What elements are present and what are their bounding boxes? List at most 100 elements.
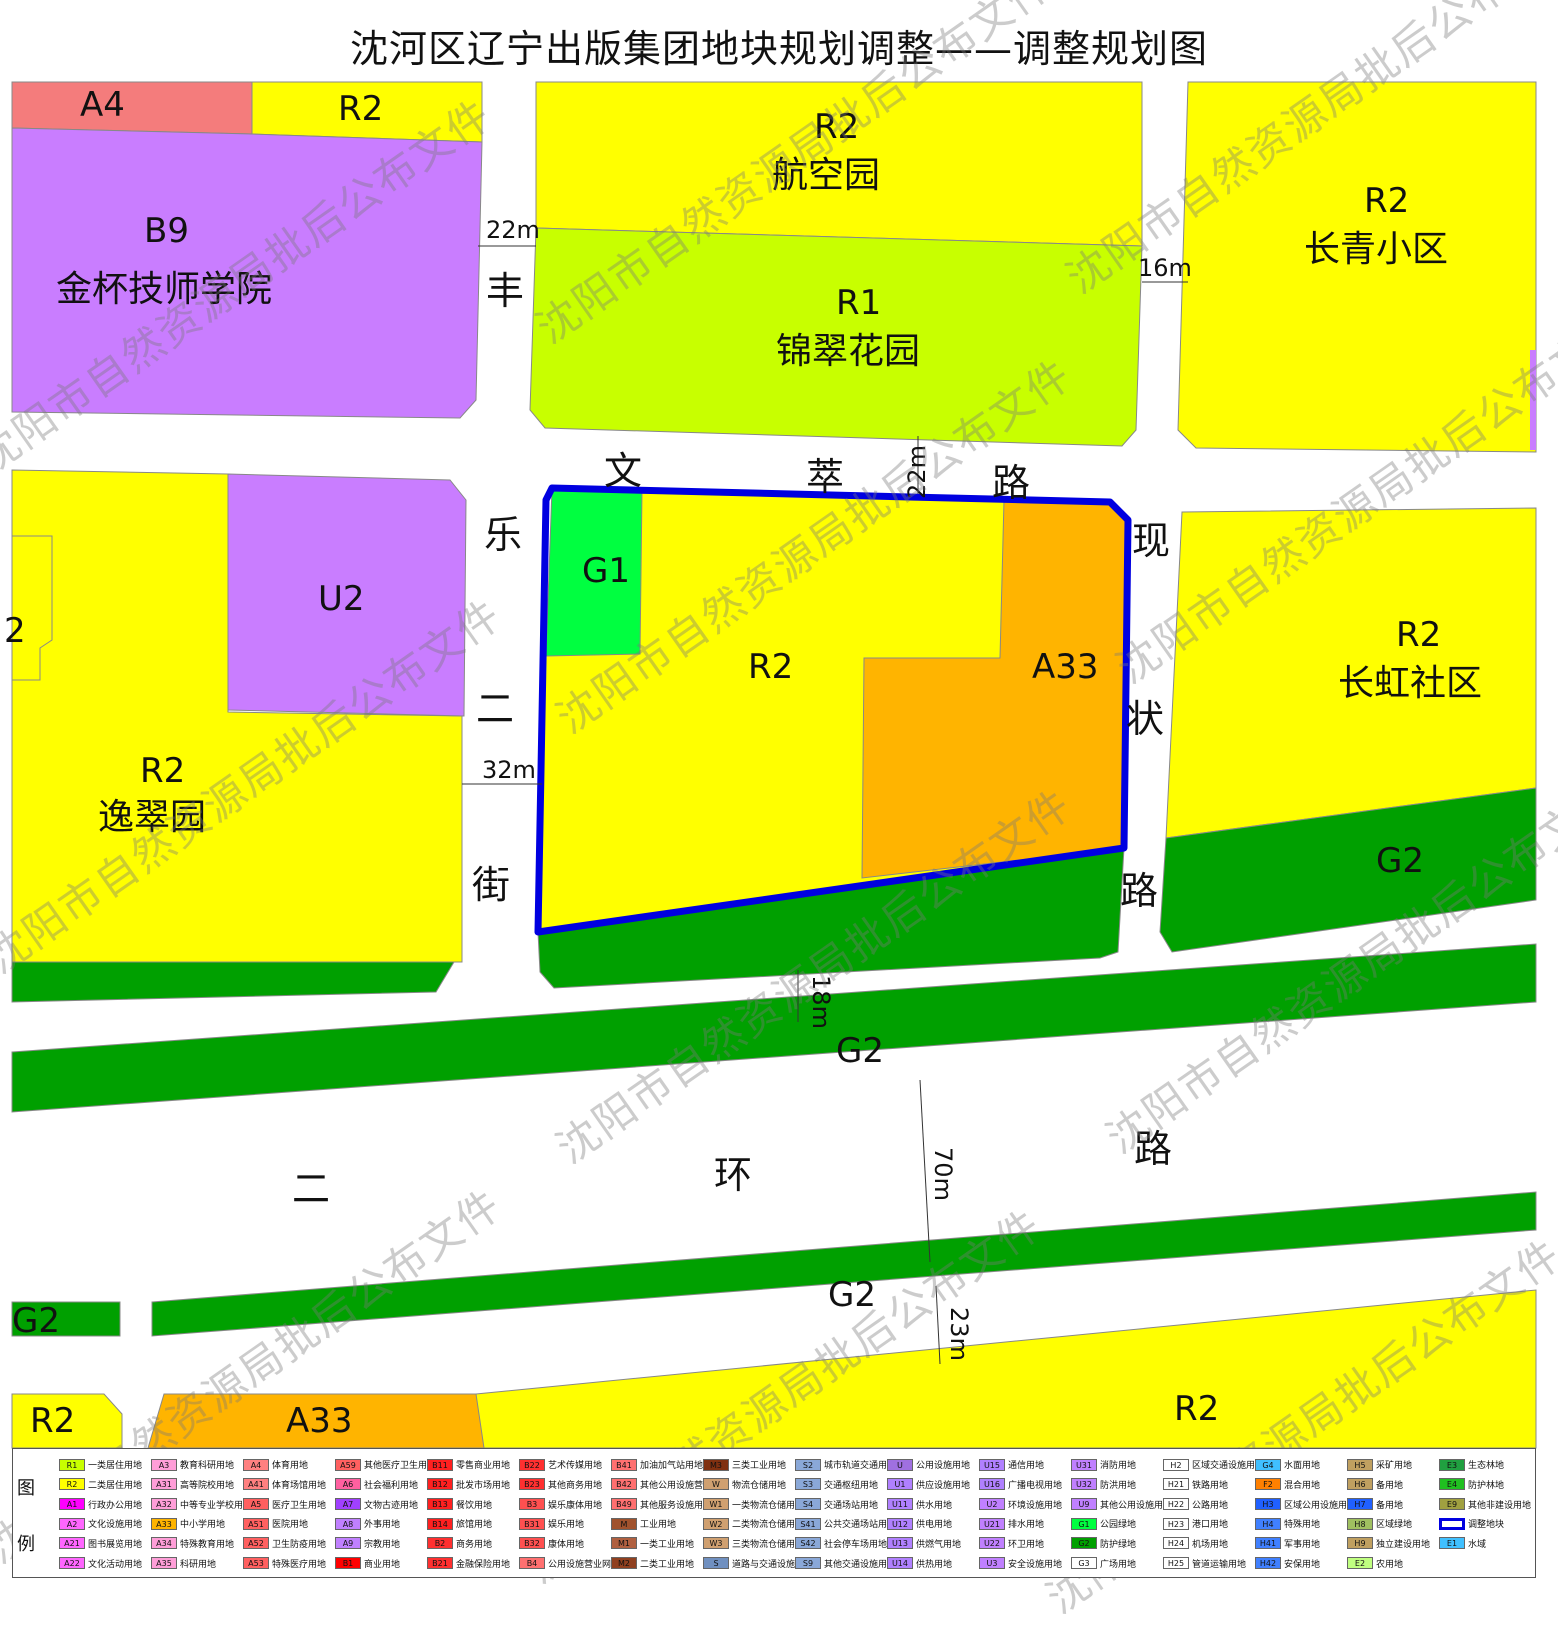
legend-label: 娱乐用地	[547, 1520, 584, 1531]
legend-swatch: H4	[1254, 1517, 1281, 1530]
label-r1-name: 锦翠花园	[776, 331, 921, 372]
legend-label: 餐饮用地	[455, 1500, 492, 1511]
dim-32m: 32m	[482, 756, 536, 784]
legend-swatch: U12	[886, 1517, 913, 1530]
label-g1: G1	[582, 551, 630, 591]
legend-label: 医院用地	[271, 1520, 308, 1531]
legend-swatch: U2	[978, 1498, 1005, 1511]
legend-item: S41公共交通场站用地	[794, 1514, 887, 1534]
parcel-g2-belt-2[interactable]	[151, 1191, 1537, 1337]
legend-swatch: A3	[150, 1458, 177, 1471]
parcel-r2-changqing[interactable]	[1177, 81, 1537, 453]
legend-label: 旅馆用地	[455, 1520, 492, 1531]
road-erhuan-char-1: 二	[292, 1167, 331, 1211]
legend-label: 供应设施用地	[915, 1480, 970, 1491]
legend-label: 调整地块	[1467, 1520, 1504, 1531]
legend-swatch: U14	[886, 1557, 913, 1570]
road-wencui-char-2: 萃	[806, 455, 845, 499]
legend-label: 供电用地	[915, 1520, 952, 1531]
parcel-g2-belt-1[interactable]	[11, 943, 1537, 1113]
legend-swatch: M	[610, 1517, 637, 1530]
legend-label: 三类物流仓储用地	[731, 1539, 795, 1550]
legend-label: 区域交通设施用地	[1191, 1461, 1255, 1472]
legend-label: 其他非建设用地	[1467, 1500, 1531, 1511]
legend-swatch: B3	[518, 1498, 545, 1511]
road-xianzhuang-char-2: 状	[1126, 697, 1165, 741]
parcel-g2-right[interactable]	[1159, 787, 1537, 953]
dim-22m-mid: 22m	[902, 445, 931, 499]
adjusted-site-boundary[interactable]	[534, 484, 1132, 936]
legend-swatch: A33	[150, 1517, 177, 1530]
legend-label: 一类物流仓储用地	[731, 1500, 795, 1511]
parcel-g2-left-small[interactable]	[11, 1301, 121, 1337]
legend-swatch: E1	[1438, 1537, 1465, 1550]
legend-swatch: G3	[1070, 1557, 1097, 1570]
legend-label: 防护绿地	[1099, 1539, 1136, 1550]
legend-swatch: H5	[1346, 1458, 1373, 1471]
legend-label: 商务用地	[455, 1539, 492, 1550]
parcel-g2-left-strip[interactable]	[11, 961, 455, 1003]
label-r2-hangkong-name: 航空园	[772, 155, 881, 196]
legend-item: W1一类物流仓储用地	[702, 1494, 795, 1514]
legend-swatch: A4	[242, 1458, 269, 1471]
parcel-b9[interactable]	[11, 127, 483, 419]
label-r2-left-edge: 2	[4, 611, 26, 651]
parcel-a4[interactable]	[11, 81, 253, 135]
parcel-r2-bottom-left[interactable]	[11, 1393, 123, 1449]
legend-label: 一类居住用地	[88, 1461, 143, 1472]
label-a33-bottom: A33	[286, 1401, 353, 1441]
legend-swatch: B1	[334, 1557, 361, 1570]
legend-swatch: A41	[242, 1478, 269, 1491]
legend-swatch: H3	[1254, 1498, 1281, 1511]
dim-line-70m	[919, 1079, 931, 1263]
legend-swatch: M1	[610, 1537, 637, 1550]
legend-swatch: B41	[610, 1458, 637, 1471]
road-wencui-char-3: 路	[992, 461, 1031, 505]
parcel-r1[interactable]	[529, 227, 1143, 447]
legend-swatch: B31	[518, 1517, 545, 1530]
legend-swatch: A52	[242, 1537, 269, 1550]
legend-label: 防护林地	[1467, 1480, 1504, 1491]
legend-swatch: W3	[702, 1537, 729, 1550]
legend-label: 艺术传媒用地	[547, 1461, 602, 1472]
legend-swatch: A21	[59, 1537, 85, 1550]
legend-swatch: U13	[886, 1537, 913, 1550]
legend-swatch: B4	[518, 1557, 545, 1570]
legend-label: 社会停车场用地	[823, 1539, 887, 1550]
parcel-u2[interactable]	[227, 473, 467, 717]
legend-swatch: U16	[978, 1478, 1005, 1491]
legend-swatch: H42	[1254, 1557, 1281, 1570]
label-r2-changhong-code: R2	[1396, 615, 1442, 655]
legend-swatch: H7	[1346, 1498, 1373, 1511]
road-erhuan-char-3: 路	[1134, 1127, 1173, 1171]
legend-swatch: A5	[242, 1498, 269, 1511]
parcel-r2-bottom-right[interactable]	[475, 1289, 1537, 1449]
label-r2-changqing-name: 长青小区	[1304, 229, 1449, 270]
legend-label: 水面用地	[1283, 1461, 1320, 1472]
label-b9-name: 金杯技师学院	[56, 269, 273, 310]
legend-swatch: E9	[1438, 1498, 1465, 1511]
legend-label: 道路与交通设施用地	[731, 1559, 795, 1570]
legend-label: 医疗卫生用地	[271, 1500, 326, 1511]
road-lefeng-char-2: 乐	[484, 513, 523, 557]
legend-label: 其他公用设施用地	[1099, 1500, 1163, 1511]
legend-swatch: U11	[886, 1498, 913, 1511]
